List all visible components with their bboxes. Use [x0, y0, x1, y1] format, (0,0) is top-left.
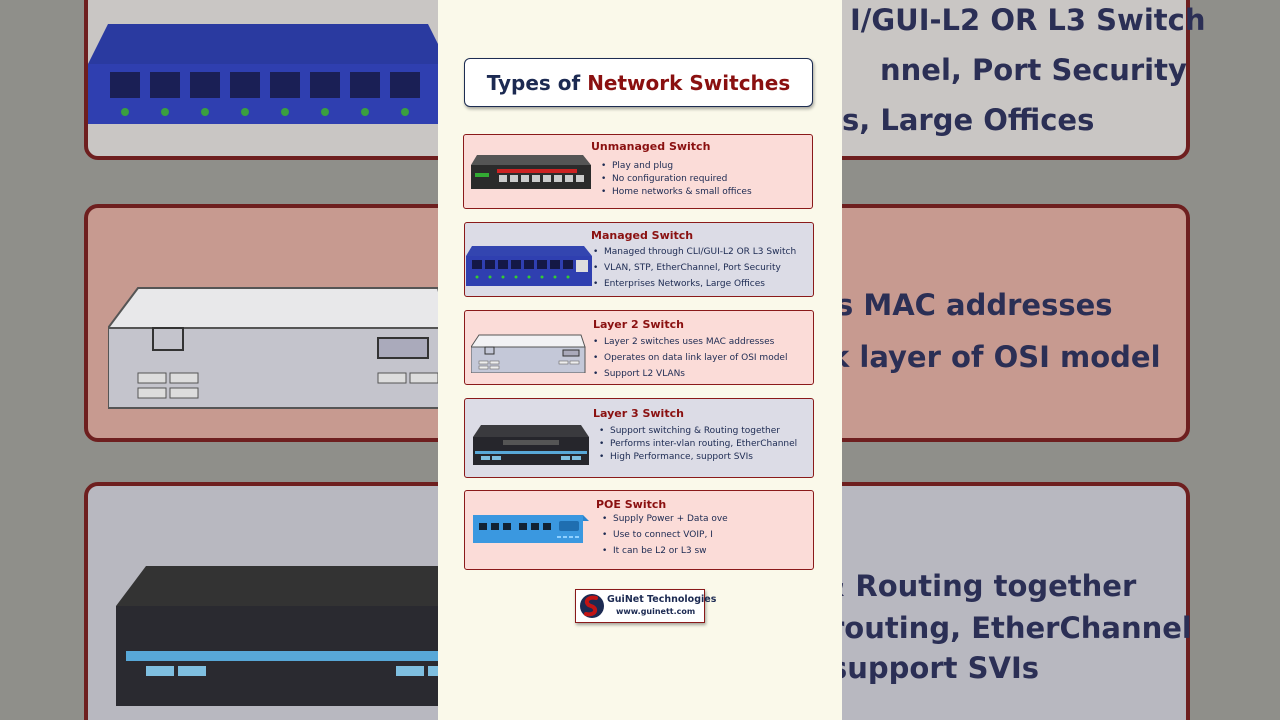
poe-switch-icon — [473, 515, 589, 543]
card-heading: Unmanaged Switch — [591, 140, 711, 153]
card-managed-switch: Managed Switch Managed through CLI/GUI-L… — [464, 222, 814, 297]
card-bullet: Play and plug — [601, 162, 752, 172]
card-bullet: High Performance, support SVIs — [599, 453, 797, 463]
background-text: support SVIs — [842, 651, 1039, 685]
card-bullet: Use to connect VOIP, I — [602, 531, 728, 541]
background-text: I/GUI-L2 OR L3 Switch — [850, 3, 1206, 37]
background-card — [842, 204, 1190, 442]
guinet-logo: GuiNet Technologies www.guinett.com — [575, 589, 716, 623]
logo-name: GuiNet Technologies — [607, 594, 717, 605]
background-card — [842, 482, 1190, 720]
card-heading: Managed Switch — [591, 229, 694, 242]
background-card — [84, 482, 438, 720]
background-card — [84, 204, 438, 442]
background-text: routing, EtherChannel — [842, 611, 1192, 645]
card-bullet: Support L2 VLANs — [593, 370, 787, 380]
unmanaged-switch-icon — [471, 155, 591, 189]
card-heading: Layer 3 Switch — [593, 407, 684, 420]
title-prefix: Types of — [486, 70, 581, 95]
background-text: & Routing together — [842, 569, 1137, 603]
card-bullet: Managed through CLI/GUI-L2 OR L3 Switch — [593, 248, 796, 258]
card-bullet: Enterprises Networks, Large Offices — [593, 280, 796, 290]
managed-switch-icon — [466, 246, 592, 286]
card-heading: POE Switch — [596, 498, 667, 511]
guinet-logo-icon — [580, 594, 604, 618]
background-layer3-switch-icon — [116, 566, 438, 706]
card-layer2-switch: Layer 2 Switch Layer 2 switches uses MAC… — [464, 310, 814, 385]
card-bullet: Supply Power + Data ove — [602, 515, 728, 525]
card-bullet-list: Supply Power + Data ove Use to connect V… — [602, 515, 728, 557]
layer3-switch-icon — [473, 425, 589, 465]
card-bullet: No configuration required — [601, 175, 752, 185]
card-bullet-list: Play and plug No configuration required … — [601, 162, 752, 198]
title-highlight: Network Switches — [587, 70, 791, 95]
layer2-switch-icon — [471, 334, 586, 373]
background-card — [84, 0, 438, 160]
card-bullet-list: Managed through CLI/GUI-L2 OR L3 Switch … — [593, 248, 796, 290]
card-bullet-list: Support switching & Routing together Per… — [599, 427, 797, 463]
card-bullet: VLAN, STP, EtherChannel, Port Security — [593, 264, 796, 274]
background-text: s, Large Offices — [842, 103, 1095, 137]
card-poe-switch: POE Switch Supply Power + Data ove Use t… — [464, 490, 814, 570]
card-bullet: Operates on data link layer of OSI model — [593, 354, 787, 364]
card-bullet: Support switching & Routing together — [599, 427, 797, 437]
card-bullet: Performs inter-vlan routing, EtherChanne… — [599, 440, 797, 450]
background-right: I/GUI-L2 OR L3 Switch nnel, Port Securit… — [842, 0, 1280, 720]
card-heading: Layer 2 Switch — [593, 318, 684, 331]
infographic-panel: Types of Network Switches Unmanaged Swit… — [438, 0, 842, 720]
card-layer3-switch: Layer 3 Switch Support switching & Routi… — [464, 398, 814, 478]
card-bullet: It can be L2 or L3 sw — [602, 547, 728, 557]
title-box: Types of Network Switches — [464, 58, 813, 107]
background-text: nnel, Port Security — [880, 53, 1187, 87]
card-bullet-list: Layer 2 switches uses MAC addresses Oper… — [593, 338, 787, 380]
card-bullet: Home networks & small offices — [601, 188, 752, 198]
background-text: s MAC addresses — [842, 288, 1113, 322]
background-layer2-switch-icon — [108, 287, 438, 409]
logo-url: www.guinett.com — [616, 607, 696, 616]
background-card — [842, 0, 1190, 160]
background-left — [0, 0, 438, 720]
background-managed-switch-icon — [88, 24, 438, 124]
card-unmanaged-switch: Unmanaged Switch Play and plug No config… — [463, 134, 813, 209]
card-bullet: Layer 2 switches uses MAC addresses — [593, 338, 787, 348]
background-text: k layer of OSI model — [842, 340, 1161, 374]
